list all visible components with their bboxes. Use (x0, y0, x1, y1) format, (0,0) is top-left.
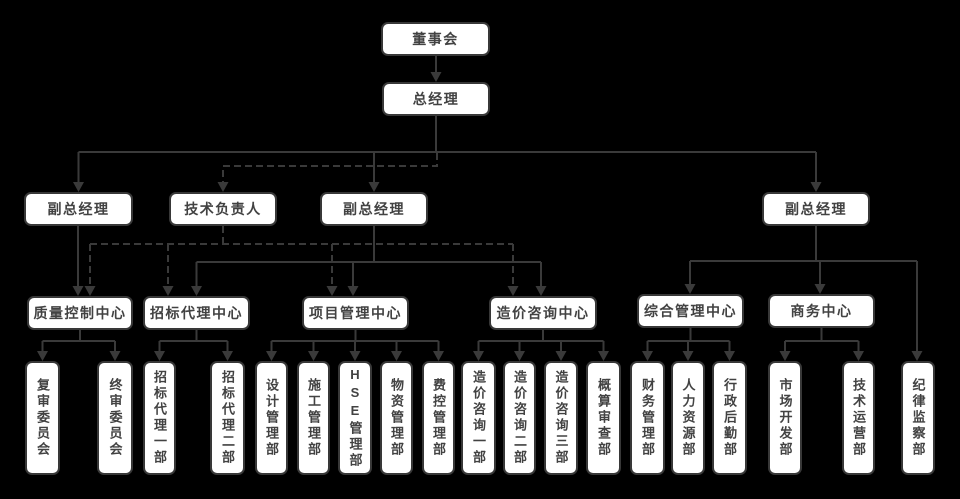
arrowhead-icon (682, 351, 694, 361)
node-label: 副总经理 (785, 201, 847, 217)
arrowhead-icon (368, 182, 380, 192)
node-label: 造价咨询二部 (512, 370, 527, 466)
node-materials-management-dept: 物资管理部 (380, 361, 413, 475)
node-project-management-center: 项目管理中心 (302, 296, 409, 330)
node-bidding-agency-dept-1: 招标代理一部 (143, 361, 176, 475)
node-technical-director: 技术负责人 (169, 192, 277, 226)
arrowhead-icon (162, 286, 174, 296)
node-label: 纪律监察部 (910, 378, 926, 458)
arrowhead-icon (37, 351, 48, 361)
arrowhead-icon (347, 286, 359, 296)
node-bidding-agency-dept-2: 招标代理二部 (210, 361, 245, 475)
arrowhead-icon (514, 351, 525, 361)
node-discipline-inspection-dept: 纪律监察部 (901, 361, 935, 475)
node-label: 副总经理 (343, 201, 405, 217)
node-label: 造价咨询三部 (553, 370, 569, 466)
node-review-committee: 复审委员会 (25, 361, 60, 475)
arrowhead-icon (642, 351, 653, 361)
node-label: 造价咨询中心 (496, 305, 590, 321)
node-board-of-directors: 董事会 (381, 22, 490, 56)
node-cost-consulting-dept-1: 造价咨询一部 (461, 361, 496, 475)
node-label: 人力资源部 (680, 378, 696, 458)
node-final-review-committee: 终审委员会 (97, 361, 133, 475)
node-cost-consulting-dept-3: 造价咨询三部 (544, 361, 578, 475)
arrowhead-icon (430, 72, 442, 82)
node-general-manager: 总经理 (382, 82, 490, 116)
arrowhead-icon (779, 351, 791, 361)
arrowhead-icon (853, 351, 864, 361)
arrowhead-icon (154, 351, 165, 361)
node-cost-control-dept: 费控管理部 (422, 361, 455, 475)
node-human-resources-dept: 人力资源部 (671, 361, 705, 475)
node-label: 招标代理中心 (150, 305, 243, 321)
arrowhead-icon (266, 351, 277, 361)
arrowhead-icon (391, 351, 402, 361)
node-business-center: 商务中心 (768, 294, 875, 328)
node-label: 综合管理中心 (644, 303, 737, 319)
node-deputy-general-manager-2: 副总经理 (320, 192, 428, 226)
arrowhead-icon (217, 182, 229, 192)
arrowhead-icon (810, 182, 822, 192)
node-label: 复审委员会 (35, 378, 50, 458)
node-design-management-dept: 设计管理部 (255, 361, 288, 475)
node-label: 施工管理部 (306, 378, 321, 458)
arrowhead-icon (724, 351, 735, 361)
node-label: 财务管理部 (640, 378, 655, 458)
node-label: 市场开发部 (777, 378, 793, 458)
arrowhead-icon (349, 351, 361, 361)
node-label: 行政后勤部 (722, 378, 737, 458)
node-label: 技术运营部 (851, 378, 866, 458)
node-label: 副总经理 (47, 201, 110, 217)
arrowhead-icon (191, 286, 202, 296)
node-deputy-general-manager-3: 副总经理 (762, 192, 870, 226)
arrowhead-icon (684, 284, 696, 294)
node-label: 质量控制中心 (33, 305, 127, 321)
arrowhead-icon (911, 351, 923, 361)
node-label: 招标代理一部 (152, 370, 167, 466)
node-label: HSE管理部 (347, 367, 363, 469)
arrowhead-icon (73, 182, 84, 192)
node-hse-management-dept: HSE管理部 (338, 361, 372, 475)
arrowhead-icon (109, 351, 121, 361)
node-label: 招标代理二部 (220, 370, 235, 466)
arrowhead-icon (507, 286, 519, 296)
arrowhead-icon (814, 284, 826, 294)
node-cost-consulting-dept-2: 造价咨询二部 (503, 361, 536, 475)
node-label: 造价咨询一部 (471, 370, 486, 466)
node-budget-review-dept: 概算审查部 (586, 361, 621, 475)
node-label: 设计管理部 (264, 378, 279, 458)
node-cost-consulting-center: 造价咨询中心 (489, 296, 597, 330)
dashed-connector (222, 153, 438, 182)
arrowhead-icon (222, 351, 233, 361)
node-quality-control-center: 质量控制中心 (27, 296, 133, 330)
node-label: 技术负责人 (184, 201, 262, 217)
node-label: 费控管理部 (431, 378, 446, 458)
arrowhead-icon (598, 351, 609, 361)
node-label: 商务中心 (790, 303, 853, 319)
arrowhead-icon (473, 351, 484, 361)
arrowhead-icon (72, 286, 84, 296)
node-market-development-dept: 市场开发部 (768, 361, 802, 475)
node-general-administration-center: 综合管理中心 (637, 294, 744, 328)
node-deputy-general-manager-1: 副总经理 (24, 192, 133, 226)
node-technical-operations-dept: 技术运营部 (842, 361, 875, 475)
node-label: 总经理 (412, 91, 460, 107)
node-label: 项目管理中心 (309, 305, 402, 321)
arrowhead-icon (555, 351, 567, 361)
node-label: 董事会 (412, 31, 459, 47)
node-label: 物资管理部 (389, 378, 404, 458)
arrowhead-icon (84, 286, 96, 296)
node-label: 概算审查部 (596, 378, 611, 458)
node-admin-logistics-dept: 行政后勤部 (712, 361, 747, 475)
arrowhead-icon (326, 286, 338, 296)
arrowhead-icon (535, 286, 547, 296)
node-bidding-agency-center: 招标代理中心 (143, 296, 250, 330)
arrowhead-icon (433, 351, 444, 361)
node-construction-management-dept: 施工管理部 (297, 361, 330, 475)
node-finance-management-dept: 财务管理部 (630, 361, 665, 475)
node-label: 终审委员会 (107, 378, 123, 458)
arrowhead-icon (308, 351, 319, 361)
